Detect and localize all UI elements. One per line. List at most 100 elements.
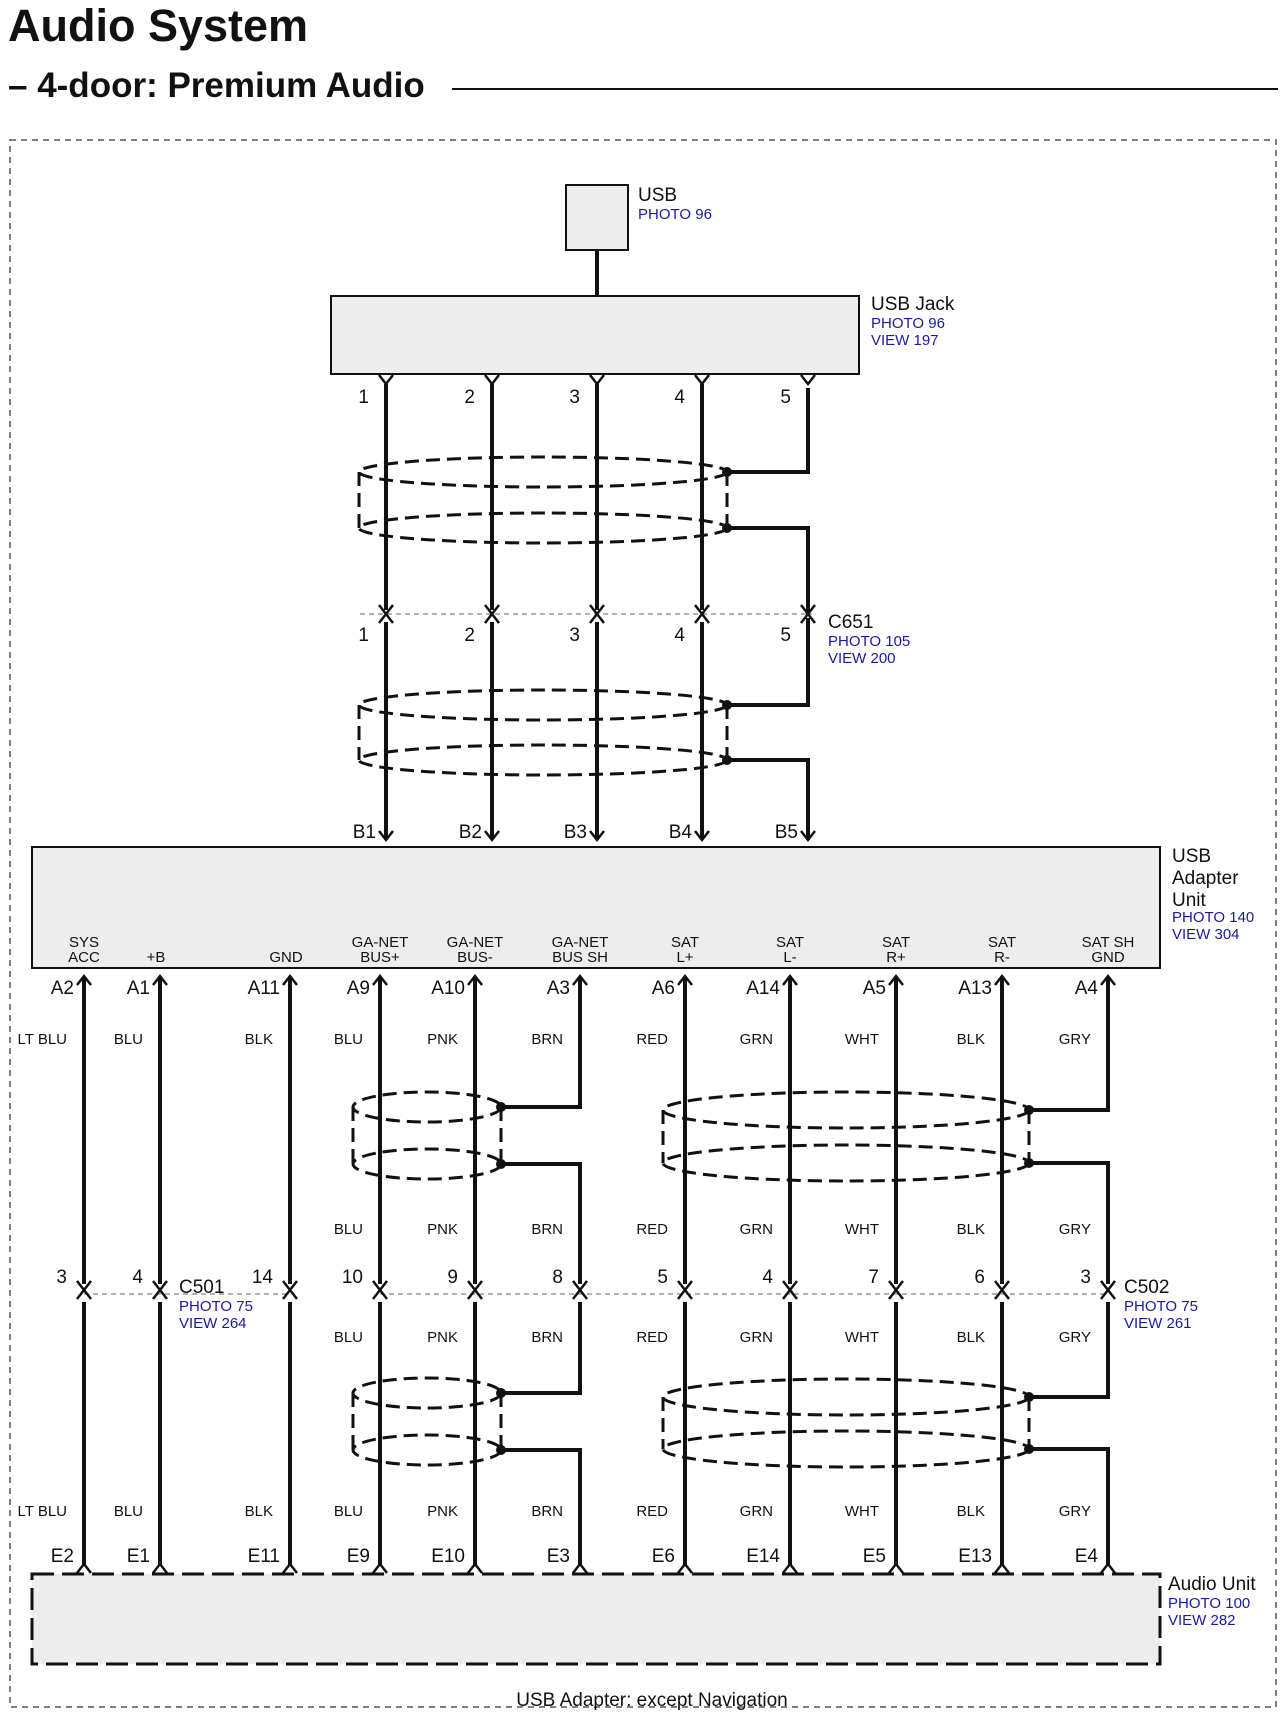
adapter-a-label-line1: GA-NET (552, 934, 609, 951)
c501-name: C501 (179, 1277, 224, 1298)
wire-color-lower: BLU (114, 1503, 143, 1520)
c651-pin: 4 (674, 625, 685, 646)
usb-adapter-name-line3: Unit (1172, 890, 1207, 911)
adapter-b-pin: B3 (564, 822, 587, 843)
adapter-terminal (589, 830, 605, 843)
conn-female-terminal (888, 1287, 904, 1300)
adapter-terminal (378, 830, 394, 843)
adapter-a-terminal (282, 973, 298, 986)
adapter-a-pin: A3 (547, 978, 570, 999)
adapter-a-terminal (572, 973, 588, 986)
c502-photo-ref[interactable]: PHOTO 75 (1124, 1298, 1198, 1315)
audio-unit-view-ref[interactable]: VIEW 282 (1168, 1612, 1236, 1629)
wire-color-mid-upper: BLK (957, 1221, 985, 1238)
adapter-a-pin: A6 (652, 978, 675, 999)
audio-unit-pin: E9 (347, 1546, 370, 1567)
adapter-a-pin: A1 (127, 978, 150, 999)
c502-name: C502 (1124, 1277, 1169, 1298)
wire-color-upper: BLK (957, 1031, 985, 1048)
adapter-a-pin: A4 (1075, 978, 1099, 999)
usb-adapter-view-ref[interactable]: VIEW 304 (1172, 926, 1240, 943)
conn-female-terminal (76, 1287, 92, 1300)
wire-color-upper: BLU (334, 1031, 363, 1048)
wire-color-mid-lower: BLU (334, 1329, 363, 1346)
wire-color-lower: WHT (845, 1503, 879, 1520)
wire-color-mid-upper: PNK (427, 1221, 458, 1238)
usb-photo-ref[interactable]: PHOTO 96 (638, 206, 712, 223)
adapter-a-label-line1: SAT (671, 934, 699, 951)
connector-pin: 5 (657, 1267, 668, 1288)
usb-plug-box[interactable] (565, 184, 629, 251)
wire-color-mid-lower: BRN (531, 1329, 563, 1346)
usb-jack-pin: 4 (674, 387, 685, 408)
wire-color-lower: PNK (427, 1503, 458, 1520)
wire-color-mid-upper: WHT (845, 1221, 879, 1238)
connector-pin: 4 (762, 1267, 773, 1288)
audio-unit-terminal (782, 1561, 798, 1574)
wire-color-upper: PNK (427, 1031, 458, 1048)
adapter-a-label-line1: GA-NET (352, 934, 409, 951)
usb-adapter-box[interactable] (31, 846, 1161, 969)
wire-color-mid-upper: GRY (1059, 1221, 1091, 1238)
audio-unit-pin: E5 (863, 1546, 886, 1567)
adapter-b-pin: B4 (669, 822, 693, 843)
adapter-a-label-line2: GND (1091, 949, 1125, 966)
conn-female-terminal (372, 1287, 388, 1300)
subtitle-rule (452, 88, 1278, 90)
connector-pin: 9 (447, 1267, 458, 1288)
wire-color-lower: GRN (740, 1503, 773, 1520)
adapter-a-label-line2: L+ (676, 949, 693, 966)
c502-view-ref[interactable]: VIEW 261 (1124, 1315, 1192, 1332)
adapter-a-terminal (677, 973, 693, 986)
audio-unit-terminal (994, 1561, 1010, 1574)
usb-shield-upper (357, 455, 729, 545)
connector-pin: 4 (132, 1267, 143, 1288)
adapter-a-label-line1: SAT (882, 934, 910, 951)
wire-color-mid-upper: BLU (334, 1221, 363, 1238)
ganet-shield-lower (351, 1376, 503, 1467)
c501-view-ref[interactable]: VIEW 264 (179, 1315, 247, 1332)
audio-unit-pin: E1 (127, 1546, 150, 1567)
c501-photo-ref[interactable]: PHOTO 75 (179, 1298, 253, 1315)
usb-adapter-photo-ref[interactable]: PHOTO 140 (1172, 909, 1254, 926)
audio-unit-terminal (467, 1561, 483, 1574)
usb-name: USB (638, 185, 677, 206)
wire-color-upper: LT BLU (18, 1031, 67, 1048)
c651-view-ref[interactable]: VIEW 200 (828, 650, 896, 667)
wire-color-upper: GRY (1059, 1031, 1091, 1048)
adapter-a-pin: A11 (248, 978, 280, 999)
jack-terminal (484, 374, 500, 387)
wire-color-upper: RED (636, 1031, 668, 1048)
c651-female-terminal (378, 611, 394, 624)
wire-color-mid-lower: RED (636, 1329, 668, 1346)
audio-unit-pin: E6 (652, 1546, 675, 1567)
adapter-a-pin: A9 (347, 978, 370, 999)
usb-jack-view-ref[interactable]: VIEW 197 (871, 332, 939, 349)
conn-female-terminal (677, 1287, 693, 1300)
page-subtitle: – 4-door: Premium Audio (8, 66, 425, 105)
wire-color-mid-lower: PNK (427, 1329, 458, 1346)
wire-color-upper: BLK (245, 1031, 273, 1048)
wire-color-upper: WHT (845, 1031, 879, 1048)
adapter-a-label: +B (147, 949, 166, 966)
connector-pin: 7 (868, 1267, 879, 1288)
wire-color-mid-upper: BRN (531, 1221, 563, 1238)
wire-color-mid-lower: BLK (957, 1329, 985, 1346)
wire-color-mid-lower: GRN (740, 1329, 773, 1346)
audio-unit-photo-ref[interactable]: PHOTO 100 (1168, 1595, 1250, 1612)
c651-female-terminal (800, 611, 816, 624)
adapter-a-pin: A5 (863, 978, 886, 999)
connector-pin: 8 (552, 1267, 563, 1288)
usb-wire-group: 11B1USBVBUS22B2USBDATA-33B3USBDATA+44B4U… (353, 374, 823, 888)
adapter-a-label-line1: SAT (988, 934, 1016, 951)
adapter-a-label-line2: ACC (68, 949, 100, 966)
audio-shield-drains (501, 978, 1110, 1566)
wire-color-mid-lower: WHT (845, 1329, 879, 1346)
adapter-terminal (484, 830, 500, 843)
c651-photo-ref[interactable]: PHOTO 105 (828, 633, 910, 650)
usb-jack-photo-ref[interactable]: PHOTO 96 (871, 315, 945, 332)
usb-jack-box[interactable] (330, 295, 860, 375)
adapter-terminal (800, 830, 816, 843)
audio-unit-box[interactable] (30, 1572, 1162, 1666)
